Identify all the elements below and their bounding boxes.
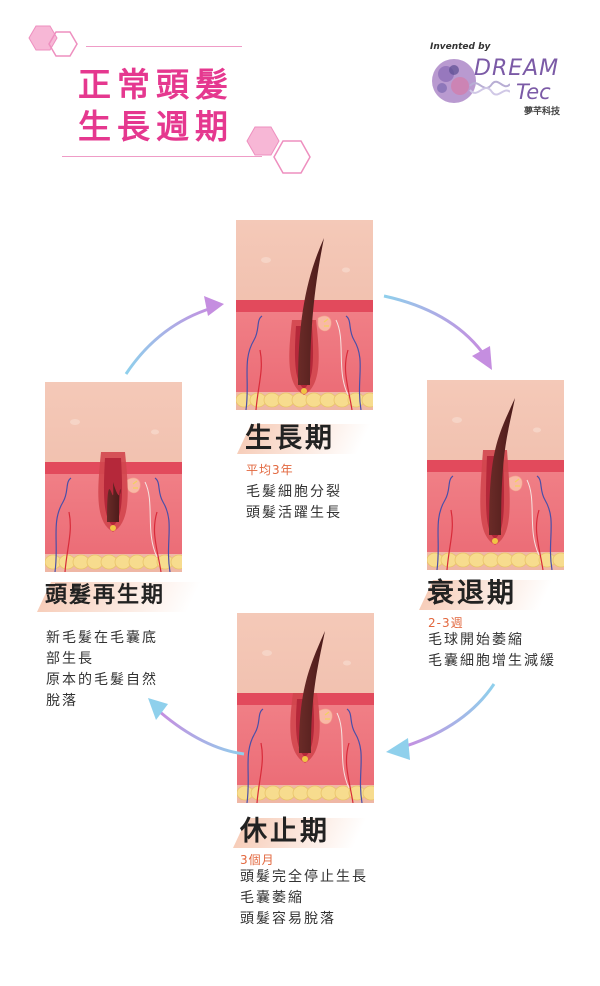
- brand-chinese-name: 夢芊科技: [524, 107, 561, 117]
- brand-name-line2: Tec: [516, 80, 551, 104]
- anagen-duration: 平均3年: [246, 463, 294, 477]
- regrowth-description-line: 原本的毛髮自然: [46, 672, 158, 688]
- dream-tec-logo-icon: [432, 59, 510, 103]
- regrowth-description-line: 脫落: [46, 693, 78, 709]
- cycle-arrow-icon: [383, 294, 492, 370]
- telogen-description-line: 頭髮容易脫落: [240, 911, 336, 927]
- catagen-description: 毛球開始萎縮 毛囊細胞增生減緩: [428, 630, 556, 672]
- page-title-line1: 正常頭髮: [78, 65, 234, 104]
- regrowth-title: 頭髮再生期: [45, 583, 166, 608]
- anagen-illustration: [236, 220, 373, 410]
- telogen-illustration: [237, 613, 374, 803]
- title-top-rule: [86, 46, 242, 47]
- catagen-description-line: 毛球開始萎縮: [428, 632, 524, 648]
- regrowth-description: 新毛髮在毛囊底 部生長 原本的毛髮自然 脫落: [46, 628, 158, 712]
- regrowth-description-line: 新毛髮在毛囊底: [46, 630, 158, 646]
- page-title: 正常頭髮 生長週期: [78, 64, 234, 148]
- hexagon-icon: [246, 126, 311, 174]
- catagen-duration: 2-3週: [428, 616, 464, 630]
- invented-by-label: Invented by: [430, 42, 491, 52]
- brand-name-line1: DREAM: [474, 56, 560, 81]
- cycle-arrow-icon: [124, 296, 224, 375]
- hexagon-icon: [28, 25, 78, 57]
- catagen-description-line: 毛囊細胞增生減緩: [428, 653, 556, 669]
- telogen-description: 頭髮完全停止生長 毛囊萎縮 頭髮容易脫落: [240, 867, 368, 930]
- title-bottom-rule: [62, 156, 262, 157]
- telogen-duration: 3個月: [240, 853, 275, 867]
- cycle-arrow-icon: [148, 698, 245, 756]
- regrowth-illustration: [45, 382, 182, 572]
- anagen-description: 毛髮細胞分裂 頭髮活躍生長: [246, 482, 342, 524]
- page-title-line2: 生長週期: [78, 107, 234, 146]
- anagen-description-line: 頭髮活躍生長: [246, 505, 342, 521]
- telogen-description-line: 毛囊萎縮: [240, 890, 304, 906]
- regrowth-description-line: 部生長: [46, 651, 94, 667]
- anagen-title: 生長期: [245, 423, 335, 454]
- cycle-arrow-icon: [386, 683, 496, 760]
- catagen-title: 衰退期: [427, 578, 517, 609]
- catagen-illustration: [427, 380, 564, 570]
- telogen-description-line: 頭髮完全停止生長: [240, 869, 368, 885]
- anagen-description-line: 毛髮細胞分裂: [246, 484, 342, 500]
- telogen-title: 休止期: [240, 816, 330, 847]
